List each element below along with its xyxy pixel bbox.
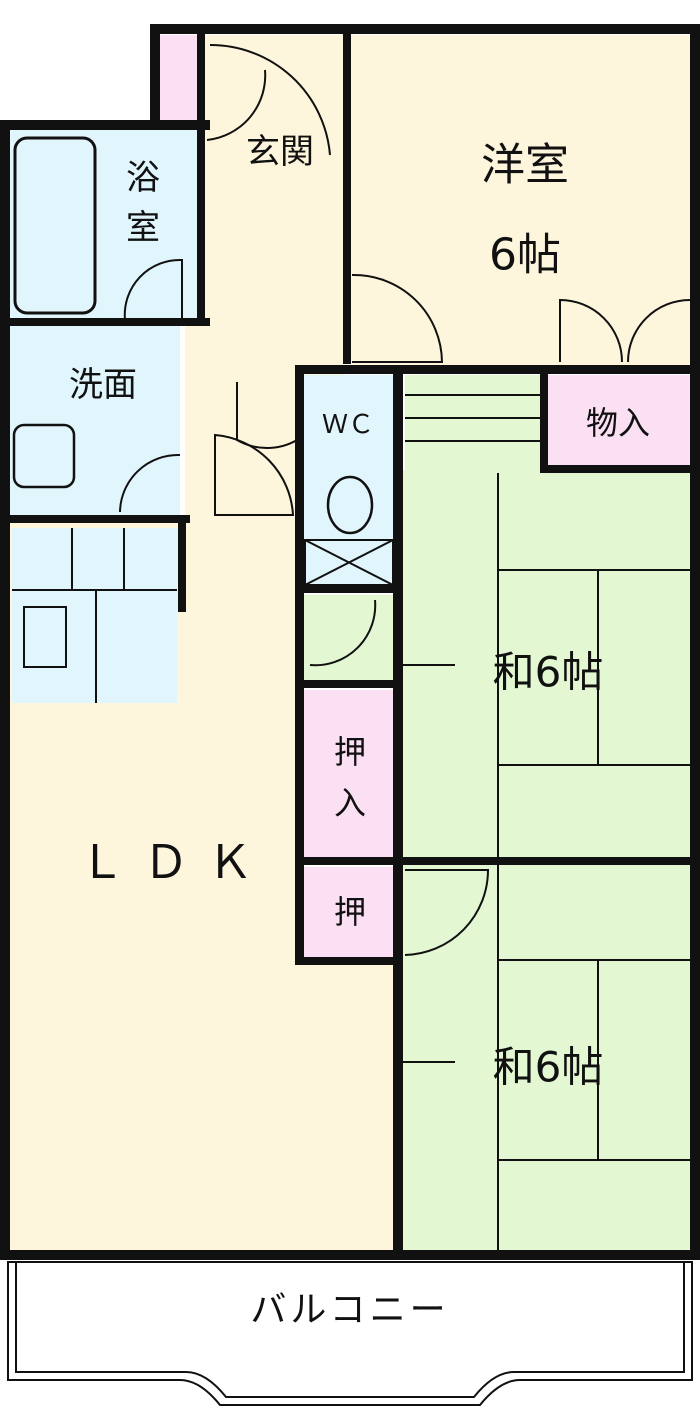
label-western: 洋室 bbox=[481, 140, 569, 191]
room-japanese-2 bbox=[402, 865, 690, 1250]
balcony-rail bbox=[15, 1262, 685, 1398]
label-toilet: ＷＣ bbox=[322, 410, 374, 440]
fixtures bbox=[12, 43, 691, 1250]
label-closet-1b: 入 bbox=[334, 784, 366, 822]
label-storage: 物入 bbox=[586, 404, 650, 442]
bathtub-icon bbox=[13, 136, 97, 315]
label-ldk: ＬＤＫ bbox=[79, 835, 271, 889]
small-closet bbox=[303, 595, 395, 680]
toilet-icon bbox=[326, 475, 374, 535]
label-japanese-1: 和6帖 bbox=[493, 648, 604, 697]
label-balcony: バルコニー bbox=[250, 1290, 449, 1331]
room-closet-2 bbox=[303, 867, 395, 957]
storage-cross-icon bbox=[304, 539, 394, 586]
walls bbox=[0, 24, 700, 1260]
label-closet-1a: 押 bbox=[334, 733, 366, 771]
label-bath-1: 浴 bbox=[126, 158, 160, 198]
balcony bbox=[7, 1261, 693, 1406]
room-closet-1 bbox=[303, 690, 395, 858]
label-bath-2: 室 bbox=[126, 208, 160, 248]
sink-icon bbox=[12, 423, 76, 489]
stair-closet bbox=[405, 375, 543, 470]
label-closet-2: 押 bbox=[334, 893, 366, 931]
closet-entrance bbox=[160, 35, 197, 120]
label-western-size: 6帖 bbox=[489, 230, 561, 281]
room-storage bbox=[548, 375, 690, 470]
room-western bbox=[350, 35, 690, 367]
room-entrance bbox=[205, 35, 345, 180]
label-japanese-2: 和6帖 bbox=[493, 1043, 604, 1092]
label-washroom: 洗面 bbox=[69, 365, 137, 405]
kitchen-sink-icon bbox=[23, 606, 67, 668]
kitchen bbox=[12, 528, 177, 703]
label-entrance: 玄関 bbox=[246, 132, 314, 172]
